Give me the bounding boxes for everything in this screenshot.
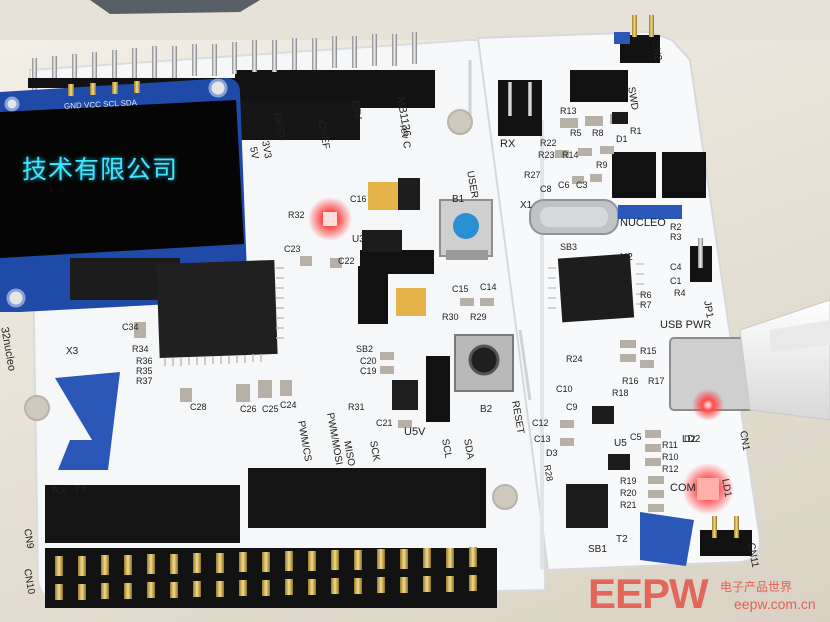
comp-label: C5 <box>630 432 642 442</box>
comp-label: D1 <box>616 134 628 144</box>
comp-label: R20 <box>620 488 637 498</box>
comp-label: R37 <box>136 376 153 386</box>
comp-label: R34 <box>132 344 149 354</box>
comp-label: R23 <box>538 150 555 160</box>
u5v-label: U5V <box>404 426 426 438</box>
comp-label: R4 <box>674 288 686 298</box>
comp-label: R15 <box>640 346 657 356</box>
comp-label: C26 <box>240 404 257 414</box>
comp-label: R36 <box>136 356 153 366</box>
comp-label: D3 <box>546 448 558 458</box>
comp-label: C21 <box>376 418 393 428</box>
comp-label: C8 <box>540 184 552 194</box>
watermark-brand: EEPW <box>588 570 709 617</box>
comp-label: R18 <box>612 388 629 398</box>
comp-label: R16 <box>622 376 639 386</box>
mcu-main <box>156 259 284 366</box>
comp-label: R21 <box>620 500 637 510</box>
comp-label: C12 <box>532 418 549 428</box>
comp-label: R8 <box>592 128 604 138</box>
comp-label: R7 <box>640 300 652 310</box>
comp-label: C4 <box>670 262 682 272</box>
comp-label: C20 <box>360 356 377 366</box>
comp-label: C15 <box>452 284 469 294</box>
comp-label: R3 <box>670 232 682 242</box>
comp-label: C6 <box>558 180 570 190</box>
comp-label: R6 <box>640 290 652 300</box>
comp-label: C24 <box>280 400 297 410</box>
comp-label: SB2 <box>356 344 374 354</box>
nucleo-label: NUCLEO <box>620 217 666 229</box>
comp-label: C9 <box>566 402 578 412</box>
comp-label: C34 <box>122 322 139 332</box>
comp-label: C19 <box>360 366 377 376</box>
b2-label: B2 <box>480 404 493 415</box>
comp-label: R35 <box>136 366 153 376</box>
comp-label: C25 <box>262 404 279 414</box>
usb-cable <box>669 299 830 421</box>
oled-display-text: 技术有限公司 <box>22 155 179 184</box>
comp-label: C14 <box>480 282 497 292</box>
comp-label: R30 <box>442 312 459 322</box>
watermark-subtitle: 电子产品世界 <box>720 580 793 594</box>
comp-label: R27 <box>524 170 541 180</box>
sb1-label: SB1 <box>588 544 607 555</box>
x3-label: X3 <box>66 346 79 357</box>
rx-label: RX <box>52 486 66 497</box>
comp-label: C16 <box>350 194 367 204</box>
comp-label: R10 <box>662 452 679 462</box>
comp-label: R19 <box>620 476 637 486</box>
rx-top-label: RX <box>500 138 516 150</box>
comp-label: R12 <box>662 464 679 474</box>
comp-label: R31 <box>348 402 365 412</box>
comp-label: C22 <box>338 256 355 266</box>
comp-label: R22 <box>540 138 557 148</box>
watermark-url: eepw.com.cn <box>734 596 816 612</box>
comp-label: R17 <box>648 376 665 386</box>
comp-label: R1 <box>630 126 642 136</box>
comp-label: R5 <box>570 128 582 138</box>
u3-label: U3 <box>352 234 365 245</box>
comp-label: C3 <box>576 180 588 190</box>
b1-label: B1 <box>452 194 465 205</box>
comp-label: C28 <box>190 402 207 412</box>
x1-label: X1 <box>520 200 533 211</box>
5v-label: 5V <box>247 146 261 160</box>
usb-pwr-label: USB PWR <box>660 319 712 331</box>
t2-label: T2 <box>616 534 628 545</box>
oled-module <box>0 78 248 312</box>
comp-label: R11 <box>662 440 678 450</box>
comp-label: R29 <box>470 312 487 322</box>
watermark: EEPW 电子产品世界 eepw.com.cn <box>588 568 828 620</box>
comp-label: R2 <box>670 222 682 232</box>
u2-label: U2 <box>620 252 633 263</box>
comp-label: C13 <box>534 434 551 444</box>
tx-label: TX <box>74 484 87 495</box>
comp-label: D2 <box>684 434 696 444</box>
comp-label: R24 <box>566 354 583 364</box>
comp-label: C23 <box>284 244 301 254</box>
comp-label: C1 <box>670 276 682 286</box>
comp-label: R13 <box>560 106 577 116</box>
ld2-label: LD2 <box>682 434 701 445</box>
comp-label: R32 <box>288 210 305 220</box>
comp-label: R14 <box>562 150 579 160</box>
u5-label: U5 <box>614 438 627 449</box>
comp-label: SB3 <box>560 242 578 252</box>
comp-label: R9 <box>596 160 608 170</box>
comp-label: C10 <box>556 384 573 394</box>
com-label: COM <box>670 482 696 494</box>
